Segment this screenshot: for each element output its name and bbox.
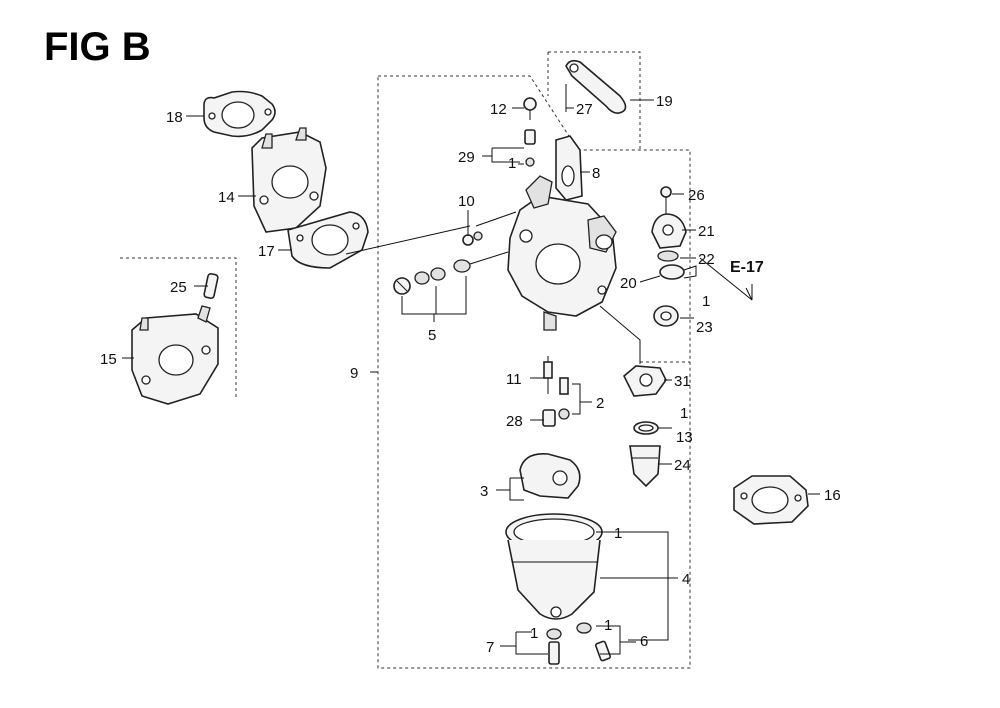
callout-12: 12 bbox=[490, 101, 507, 118]
screw-29 bbox=[524, 129, 536, 167]
callout-9: 9 bbox=[350, 365, 358, 382]
leader-lines bbox=[122, 99, 820, 655]
solenoid-24 bbox=[629, 445, 661, 488]
callout-7: 7 bbox=[486, 639, 494, 656]
insulator-15 bbox=[131, 305, 219, 405]
callout-1-bowl: 1 bbox=[614, 525, 622, 542]
screw-6 bbox=[576, 622, 612, 662]
plate-31 bbox=[623, 365, 667, 397]
callout-13: 13 bbox=[676, 429, 693, 446]
callout-21: 21 bbox=[698, 223, 715, 240]
screws-10 bbox=[462, 231, 483, 246]
callout-24: 24 bbox=[674, 457, 691, 474]
callout-16: 16 bbox=[824, 487, 841, 504]
bracket-8 bbox=[555, 135, 583, 201]
float-bowl-4 bbox=[505, 513, 603, 620]
needle-11 bbox=[543, 356, 553, 394]
gasket-16 bbox=[733, 475, 809, 525]
callout-4: 4 bbox=[682, 571, 690, 588]
callout-6: 6 bbox=[640, 633, 648, 650]
callout-5: 5 bbox=[428, 327, 436, 344]
callout-25: 25 bbox=[170, 279, 187, 296]
group-outlines bbox=[120, 51, 691, 669]
callout-23: 23 bbox=[696, 319, 713, 336]
callout-1-left-bottom: 1 bbox=[530, 625, 538, 642]
nut-23 bbox=[653, 305, 679, 327]
callout-1-right: 1 bbox=[702, 293, 710, 310]
callout-15: 15 bbox=[100, 351, 117, 368]
callout-10: 10 bbox=[458, 193, 475, 210]
callout-20: 20 bbox=[620, 275, 637, 292]
float-3 bbox=[519, 453, 581, 499]
callout-19: 19 bbox=[656, 93, 673, 110]
screw-26 bbox=[660, 186, 672, 214]
callout-14: 14 bbox=[218, 189, 235, 206]
callout-29: 29 bbox=[458, 149, 475, 166]
washer-7 bbox=[546, 628, 562, 665]
figure-title: FIG B bbox=[44, 25, 151, 69]
callout-26: 26 bbox=[688, 187, 705, 204]
callout-1-right-bottom: 1 bbox=[604, 617, 612, 634]
callout-labels: 18 14 17 25 15 12 29 1 8 27 19 26 21 22 … bbox=[100, 93, 841, 656]
diaphragm-20 bbox=[659, 264, 697, 280]
callout-1-top: 1 bbox=[508, 155, 516, 172]
callout-31: 31 bbox=[674, 373, 691, 390]
choke-lever-19 bbox=[565, 59, 627, 114]
gasket-18 bbox=[203, 90, 276, 138]
callout-3: 3 bbox=[480, 483, 488, 500]
cap-21 bbox=[651, 213, 687, 249]
callout-27: 27 bbox=[576, 101, 593, 118]
screw-12 bbox=[523, 97, 537, 120]
adjuster-5 bbox=[393, 251, 509, 295]
callout-ref-e17: E-17 bbox=[730, 259, 764, 276]
callout-8: 8 bbox=[592, 165, 600, 182]
o-ring-13 bbox=[633, 421, 659, 435]
callout-2: 2 bbox=[596, 395, 604, 412]
valve-2 bbox=[558, 377, 570, 420]
callout-28: 28 bbox=[506, 413, 523, 430]
insulator-14 bbox=[251, 127, 327, 233]
callout-22: 22 bbox=[698, 251, 715, 268]
spring-22 bbox=[657, 250, 679, 262]
callout-11: 11 bbox=[506, 371, 522, 388]
pin-25 bbox=[203, 272, 219, 300]
jet-28 bbox=[542, 409, 556, 427]
callout-18: 18 bbox=[166, 109, 183, 126]
callout-1-mid: 1 bbox=[680, 405, 688, 422]
carburetor-body bbox=[507, 175, 617, 331]
callout-17: 17 bbox=[258, 243, 275, 260]
